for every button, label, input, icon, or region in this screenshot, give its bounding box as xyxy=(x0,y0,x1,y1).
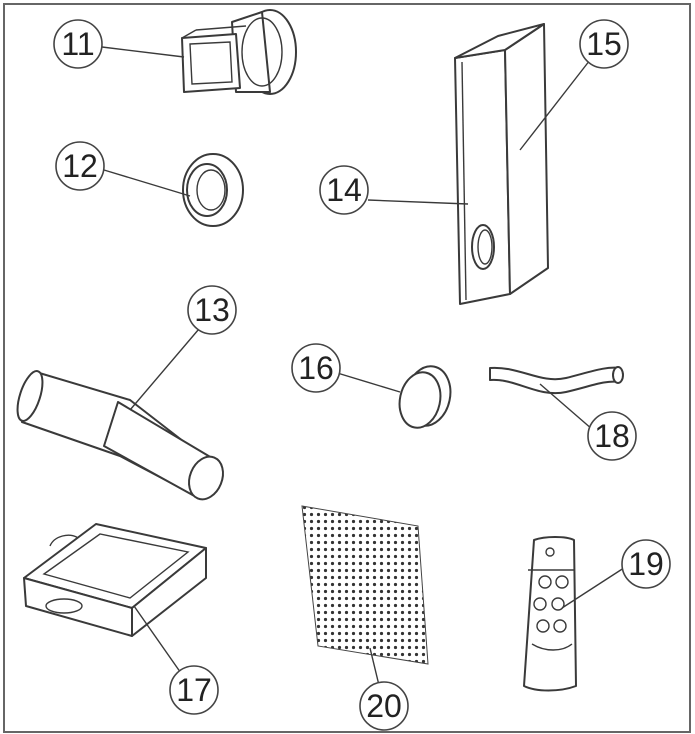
callout-20-label: 20 xyxy=(366,688,402,724)
callout-15-label: 15 xyxy=(586,26,622,62)
callout-12-label: 12 xyxy=(62,148,98,184)
callout-18-label: 18 xyxy=(594,418,630,454)
diagram-frame xyxy=(3,3,691,733)
callout-19: 19 xyxy=(621,539,671,589)
callout-13-label: 13 xyxy=(194,292,230,328)
part-17-drain-tray xyxy=(23,523,207,637)
callout-13: 13 xyxy=(187,285,237,335)
part-20-filter-mesh xyxy=(301,505,429,665)
callout-15: 15 xyxy=(579,19,629,69)
callout-17-label: 17 xyxy=(176,672,212,708)
part-18-drain-tube xyxy=(489,366,624,395)
callout-18: 18 xyxy=(587,411,637,461)
callout-19-label: 19 xyxy=(628,546,664,582)
leader-lines xyxy=(101,46,631,707)
part-14-15-window-panels xyxy=(454,23,549,305)
callout-16: 16 xyxy=(291,343,341,393)
callout-20: 20 xyxy=(359,681,409,731)
callout-16-label: 16 xyxy=(298,350,334,386)
callout-14: 14 xyxy=(319,165,369,215)
part-13-exhaust-hose xyxy=(16,370,224,501)
callout-14-label: 14 xyxy=(326,172,362,208)
part-12-ring-flange xyxy=(182,153,244,227)
part-16-cap xyxy=(398,365,452,429)
callout-12: 12 xyxy=(55,141,105,191)
callout-11: 11 xyxy=(53,19,103,69)
callout-17: 17 xyxy=(169,665,219,715)
part-11-window-adapter xyxy=(181,9,297,95)
callout-11-label: 11 xyxy=(61,26,94,62)
part-19-remote-control xyxy=(523,536,577,692)
